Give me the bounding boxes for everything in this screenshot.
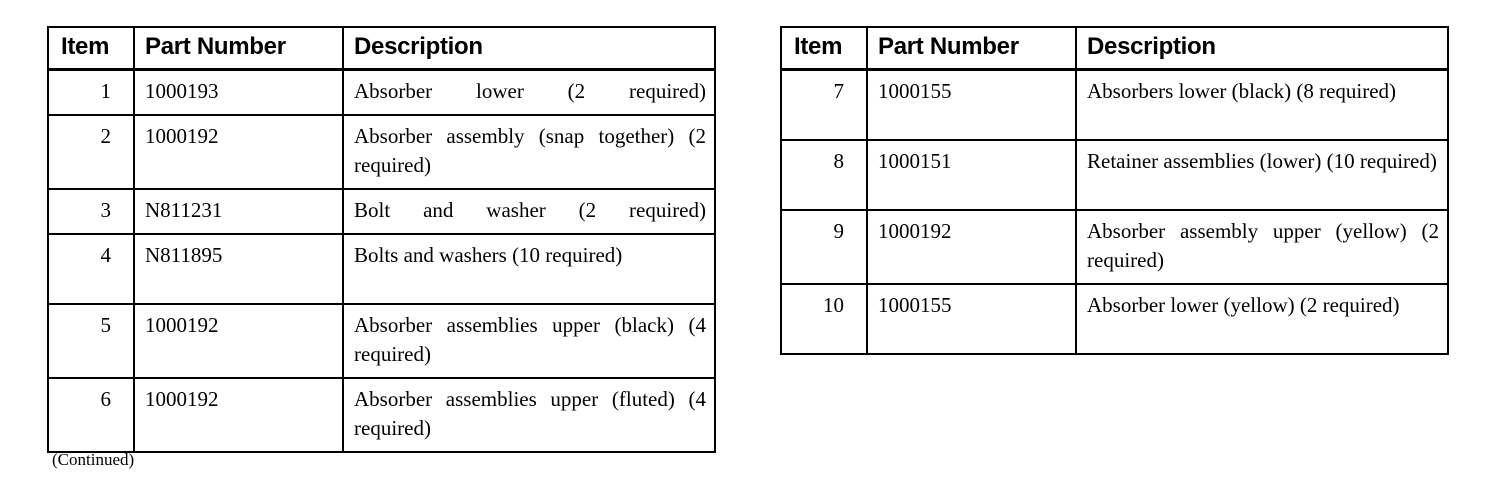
cell-description: Retainer assemblies (lower) (10 required…: [1075, 138, 1449, 211]
column-header-part-number: Part Number: [133, 26, 344, 71]
cell-description: Absorbers lower (black) (8 required): [1075, 68, 1449, 141]
cell-part-number: 1000155: [866, 68, 1077, 141]
cell-item: 7: [780, 68, 868, 141]
column-header-part-number: Part Number: [866, 26, 1077, 71]
table-row: 2 1000192 Absorber assembly (snap togeth…: [47, 114, 716, 190]
cell-description: Absorber assemblies upper (black) (4 req…: [342, 303, 716, 379]
table-row: 7 1000155 Absorbers lower (black) (8 req…: [780, 68, 1449, 141]
cell-description: Bolts and washers (10 required): [342, 233, 716, 305]
cell-item: 6: [47, 377, 135, 453]
parts-table-left-body: 1 1000193 Absorber lower (2 required) 2 …: [47, 68, 716, 453]
cell-description: Absorber lower (2 required): [342, 68, 716, 116]
cell-description: Absorber lower (yellow) (2 required): [1075, 282, 1449, 355]
continued-caption: (Continued): [52, 450, 135, 469]
parts-table-right-header: Item Part Number Description: [780, 26, 1449, 71]
cell-part-number: N811231: [133, 188, 344, 235]
header-row: Item Part Number Description: [780, 26, 1449, 71]
column-header-description: Description: [342, 26, 716, 71]
cell-item: 8: [780, 138, 868, 211]
cell-description: Bolt and washer (2 required): [342, 188, 716, 235]
table-row: 1 1000193 Absorber lower (2 required): [47, 68, 716, 116]
parts-table-right: Item Part Number Description 7 1000155 A…: [780, 26, 1449, 355]
cell-item: 3: [47, 188, 135, 235]
cell-part-number: 1000192: [133, 114, 344, 190]
table-row: 10 1000155 Absorber lower (yellow) (2 re…: [780, 282, 1449, 355]
cell-item: 4: [47, 233, 135, 305]
cell-item: 1: [47, 68, 135, 116]
parts-table-left: Item Part Number Description 1 1000193 A…: [47, 26, 716, 453]
column-header-description: Description: [1075, 26, 1449, 71]
table-row: 5 1000192 Absorber assemblies upper (bla…: [47, 303, 716, 379]
column-header-item: Item: [47, 26, 135, 71]
cell-part-number: 1000192: [866, 208, 1077, 285]
table-row: 9 1000192 Absorber assembly upper (yello…: [780, 208, 1449, 285]
table-row: 8 1000151 Retainer assemblies (lower) (1…: [780, 138, 1449, 211]
cell-item: 10: [780, 282, 868, 355]
cell-item: 5: [47, 303, 135, 379]
table-row: 4 N811895 Bolts and washers (10 required…: [47, 233, 716, 305]
cell-description: Absorber assemblies upper (fluted) (4 re…: [342, 377, 716, 453]
cell-part-number: 1000155: [866, 282, 1077, 355]
parts-table-left-header: Item Part Number Description: [47, 26, 716, 71]
table-row: 3 N811231 Bolt and washer (2 required): [47, 188, 716, 235]
parts-table-right-body: 7 1000155 Absorbers lower (black) (8 req…: [780, 68, 1449, 355]
cell-description: Absorber assembly (snap together) (2 req…: [342, 114, 716, 190]
cell-part-number: 1000193: [133, 68, 344, 116]
table-row: 6 1000192 Absorber assemblies upper (flu…: [47, 377, 716, 453]
cell-part-number: N811895: [133, 233, 344, 305]
cell-part-number: 1000151: [866, 138, 1077, 211]
header-row: Item Part Number Description: [47, 26, 716, 71]
cell-item: 2: [47, 114, 135, 190]
cell-item: 9: [780, 208, 868, 285]
cell-part-number: 1000192: [133, 303, 344, 379]
cell-part-number: 1000192: [133, 377, 344, 453]
column-header-item: Item: [780, 26, 868, 71]
cell-description: Absorber assembly upper (yellow) (2 requ…: [1075, 208, 1449, 285]
